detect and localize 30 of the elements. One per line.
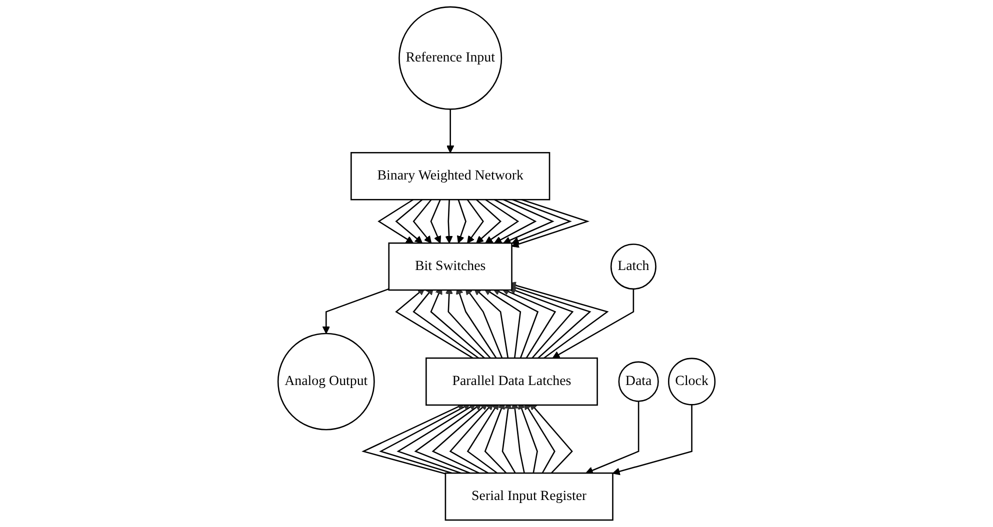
- arrow: [494, 199, 537, 244]
- node-box: Bit Switches: [388, 242, 512, 291]
- arrow: [511, 199, 590, 248]
- node-box: Parallel Data Latches: [426, 357, 598, 406]
- arrow: [508, 284, 592, 359]
- node-circle: Clock: [668, 358, 716, 406]
- arrow: [508, 287, 574, 359]
- arrow: [430, 199, 442, 244]
- arrow: [456, 199, 466, 244]
- arrow: [503, 199, 554, 244]
- arrow: [378, 199, 414, 244]
- arrow: [466, 199, 484, 244]
- arrow: [586, 401, 640, 474]
- arrow: [511, 199, 572, 245]
- node-circle: Analog Output: [277, 332, 375, 430]
- arrow: [508, 282, 609, 359]
- arrow: [552, 288, 634, 358]
- node-box: Binary Weighted Network: [350, 152, 550, 200]
- node-circle: Reference Input: [398, 6, 502, 110]
- node-box: Serial Input Register: [444, 472, 614, 521]
- arrow: [446, 109, 454, 154]
- arrow: [612, 404, 692, 476]
- arrow: [476, 199, 502, 244]
- arrow: [445, 200, 453, 244]
- arrow: [412, 199, 432, 244]
- arrow: [485, 199, 520, 244]
- node-circle: Latch: [610, 244, 656, 290]
- arrow: [322, 288, 390, 334]
- arrow: [395, 199, 423, 244]
- node-circle: Data: [618, 361, 659, 402]
